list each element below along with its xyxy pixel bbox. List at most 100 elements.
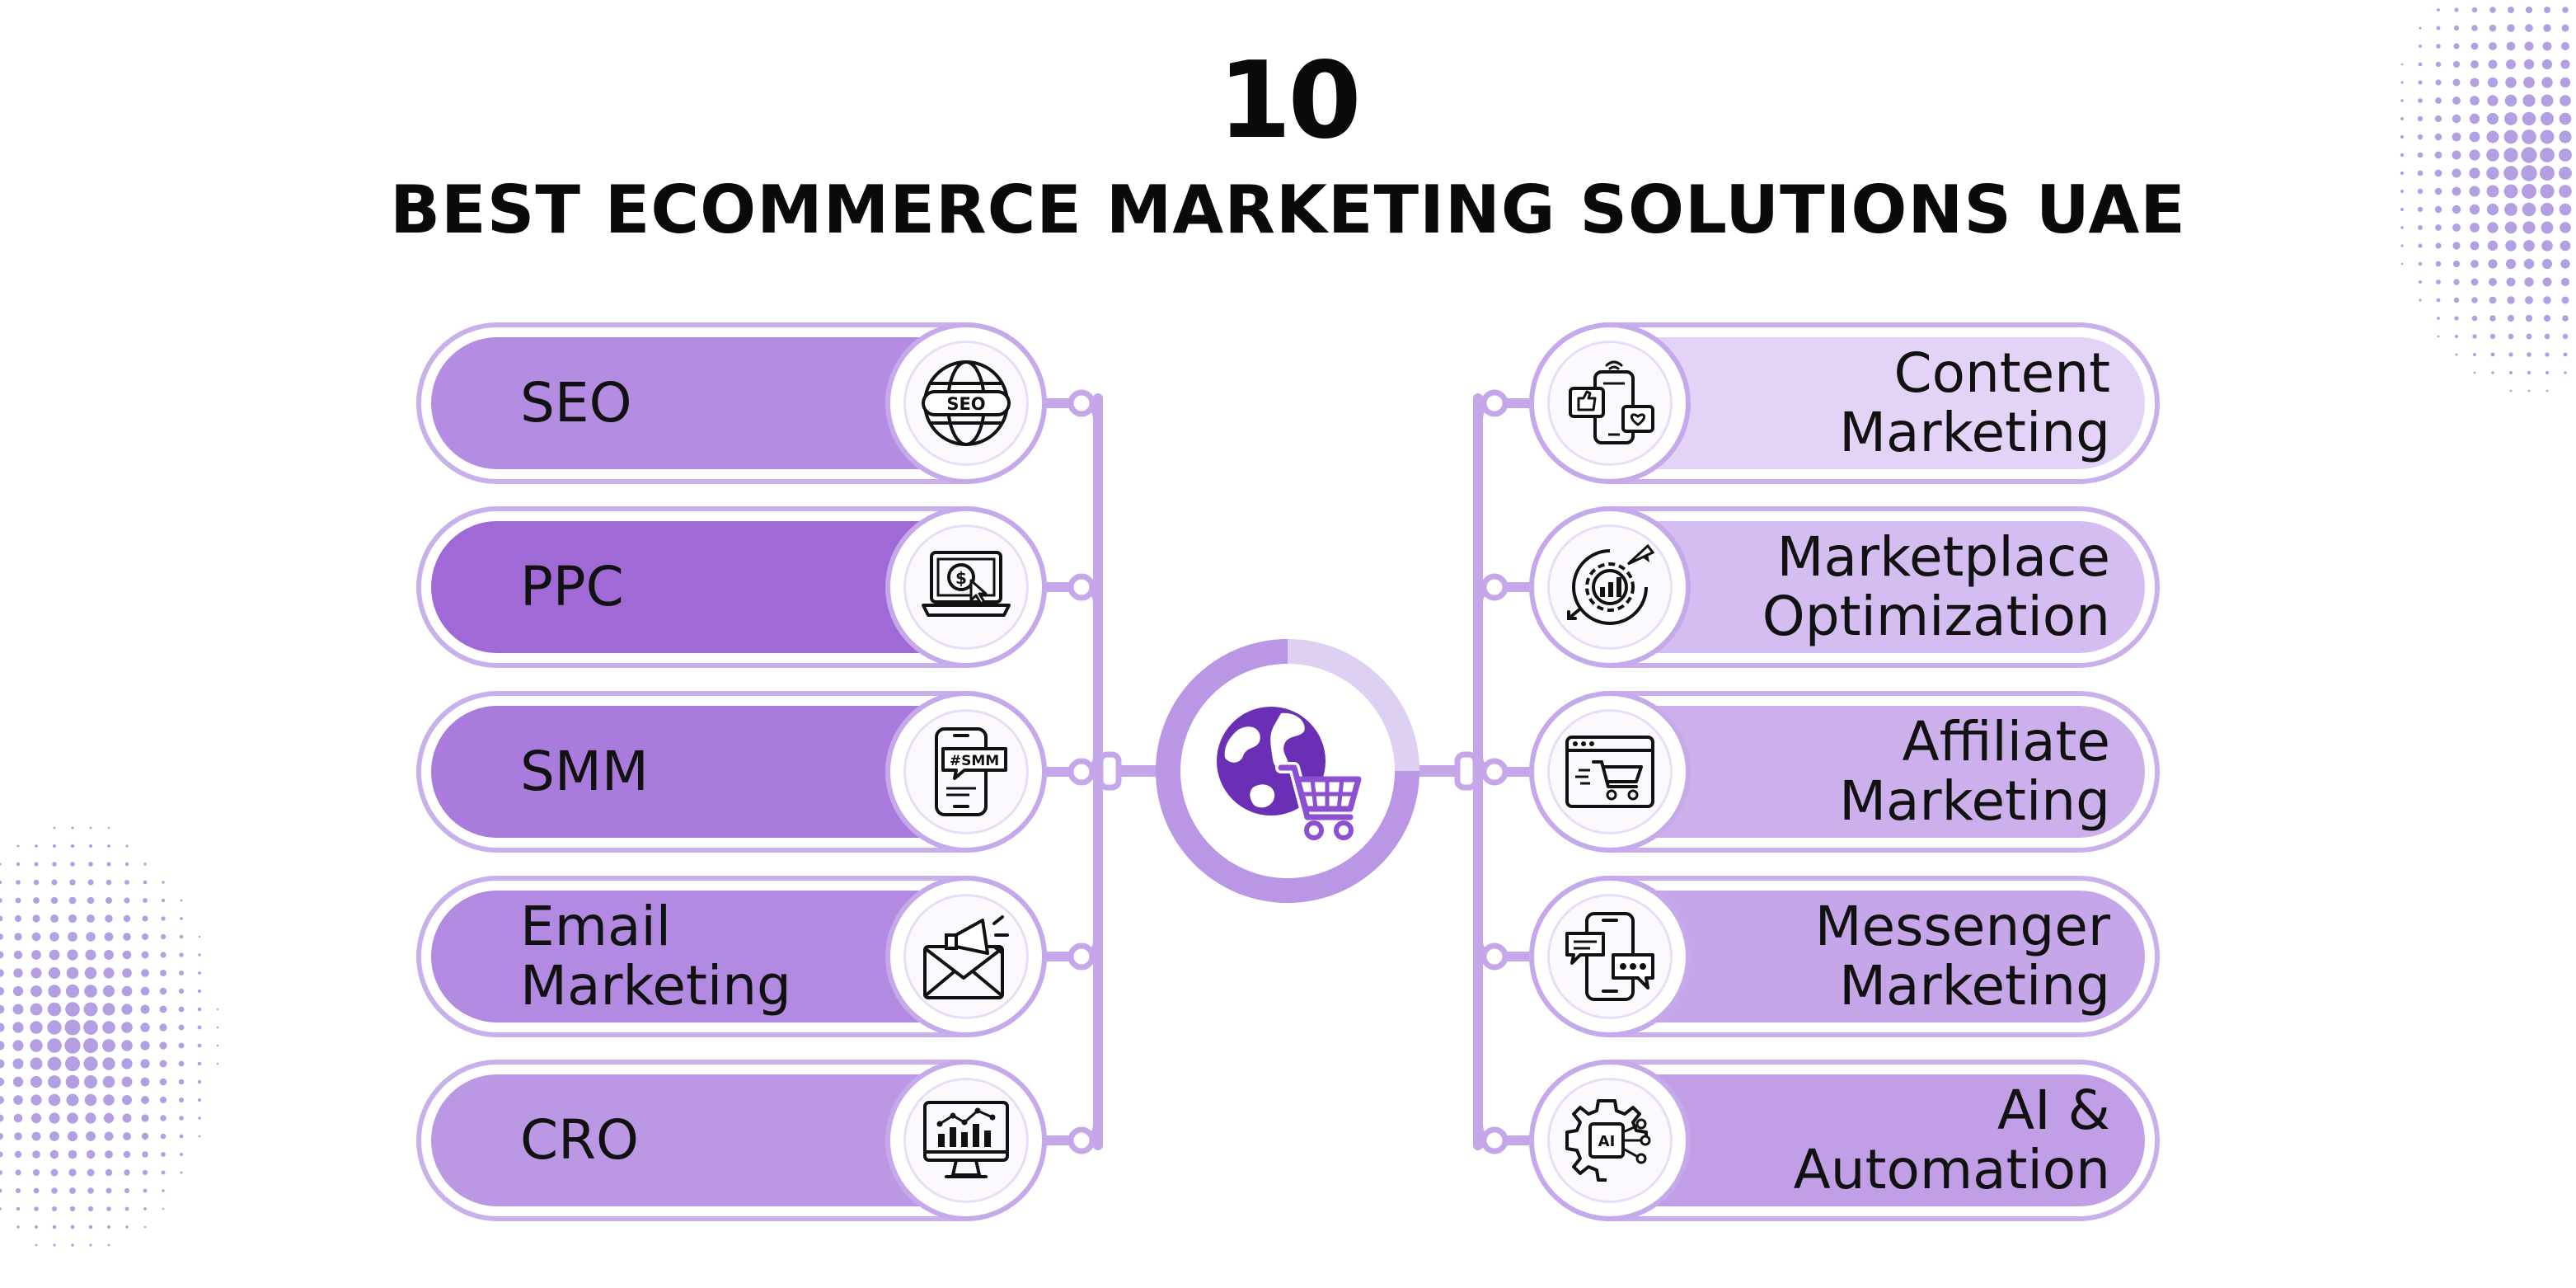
- halftone-dot: [52, 1225, 57, 1229]
- halftone-dot: [198, 1116, 201, 1120]
- halftone-dot: [2507, 314, 2515, 322]
- halftone-dot: [2544, 333, 2550, 340]
- halftone-dot: [141, 951, 149, 959]
- halftone-dot: [197, 1043, 202, 1048]
- halftone-dot: [122, 1113, 132, 1123]
- halftone-dot: [2400, 153, 2405, 157]
- halftone-dot: [102, 1021, 115, 1034]
- halftone-dot: [87, 1187, 94, 1194]
- halftone-dot: [2489, 333, 2496, 340]
- halftone-dot: [2522, 202, 2536, 217]
- right-branch-node: [1480, 573, 1509, 601]
- halftone-dot: [15, 1169, 21, 1176]
- halftone-dot: [2470, 78, 2480, 87]
- halftone-dot: [2417, 206, 2424, 213]
- halftone-dot: [160, 1115, 167, 1121]
- halftone-dot: [83, 1002, 98, 1017]
- halftone-dot: [2503, 166, 2518, 181]
- halftone-dot: [0, 986, 5, 996]
- center-hub-inner: [1180, 664, 1395, 878]
- halftone-dot: [124, 1187, 130, 1194]
- solution-label-line: PPC: [520, 555, 624, 618]
- halftone-dot: [2469, 113, 2480, 125]
- right-branch-node: [1480, 758, 1509, 786]
- halftone-dot: [2418, 225, 2423, 230]
- halftone-dot: [2521, 147, 2537, 163]
- halftone-dot: [70, 1225, 75, 1229]
- halftone-dot: [31, 1131, 41, 1141]
- halftone-dot: [2486, 130, 2499, 143]
- halftone-dot: [2486, 112, 2499, 125]
- halftone-dot: [2470, 260, 2479, 268]
- halftone-dot: [198, 953, 201, 957]
- halftone-dot: [30, 1039, 43, 1052]
- halftone-dot: [2545, 352, 2550, 357]
- halftone-dot: [179, 1134, 184, 1139]
- halftone-dot: [141, 1114, 149, 1122]
- halftone-dot: [2454, 316, 2459, 321]
- halftone-dot: [14, 1150, 22, 1159]
- halftone-dot: [2560, 222, 2571, 233]
- halftone-dot: [53, 1243, 56, 1247]
- halftone-dot: [0, 1004, 5, 1014]
- halftone-dot: [2541, 240, 2553, 251]
- halftone-dot: [52, 844, 57, 848]
- halftone-dot: [49, 932, 59, 942]
- halftone-dot: [2542, 277, 2552, 287]
- halftone-dot: [2453, 25, 2460, 31]
- halftone-dot: [66, 966, 79, 980]
- halftone-dot: [89, 1243, 92, 1247]
- halftone-dot: [2469, 167, 2480, 179]
- solution-label: CRO: [520, 1065, 639, 1216]
- halftone-dot: [162, 1189, 165, 1192]
- halftone-dot: [2542, 41, 2552, 51]
- halftone-dot: [2560, 277, 2570, 287]
- solution-label-line: CRO: [520, 1108, 639, 1172]
- halftone-dot: [2471, 7, 2478, 13]
- icon-badge-ring: [1542, 704, 1677, 839]
- title-number: 10: [1218, 40, 1361, 162]
- halftone-dot: [141, 969, 149, 977]
- halftone-dot: [2452, 186, 2461, 196]
- halftone-dot: [34, 1225, 39, 1229]
- halftone-dot: [2469, 186, 2480, 197]
- halftone-dot: [48, 1093, 61, 1107]
- halftone-dot: [2437, 335, 2440, 338]
- monitor-analytics-icon: [923, 1101, 1009, 1178]
- halftone-dot: [162, 1207, 165, 1210]
- halftone-dot: [2400, 63, 2404, 66]
- halftone-dot: [159, 1096, 167, 1104]
- halftone-dot: [2560, 77, 2571, 88]
- halftone-dot: [2400, 189, 2405, 194]
- halftone-dot: [2452, 96, 2461, 105]
- halftone-dot: [2523, 77, 2535, 88]
- halftone-dot: [106, 897, 112, 904]
- halftone-dot: [16, 1206, 21, 1211]
- halftone-dot: [2470, 223, 2480, 233]
- halftone-dot: [122, 968, 132, 978]
- halftone-dot: [68, 896, 77, 905]
- halftone-dot: [87, 879, 94, 886]
- halftone-dot: [123, 933, 131, 941]
- halftone-dot: [0, 1077, 5, 1087]
- halftone-dot: [67, 1131, 78, 1142]
- browser-cart-icon: [1565, 736, 1654, 808]
- halftone-dot: [48, 985, 61, 998]
- solution-label-line: SMM: [520, 740, 649, 803]
- halftone-dot: [162, 881, 165, 884]
- left-branch-node: [1067, 758, 1096, 786]
- halftone-dot: [179, 952, 184, 957]
- svg-text:AI: AI: [1598, 1133, 1616, 1150]
- halftone-dot: [84, 966, 97, 980]
- halftone-dot: [2489, 296, 2497, 304]
- halftone-dot: [2487, 222, 2499, 233]
- halftone-dot: [47, 1020, 62, 1035]
- halftone-dot: [2454, 7, 2459, 12]
- halftone-dot: [53, 826, 56, 830]
- halftone-dot: [0, 880, 2, 885]
- halftone-dot: [142, 915, 148, 922]
- halftone-dot: [52, 862, 57, 867]
- halftone-dot: [88, 844, 93, 848]
- halftone-dot: [49, 1112, 60, 1124]
